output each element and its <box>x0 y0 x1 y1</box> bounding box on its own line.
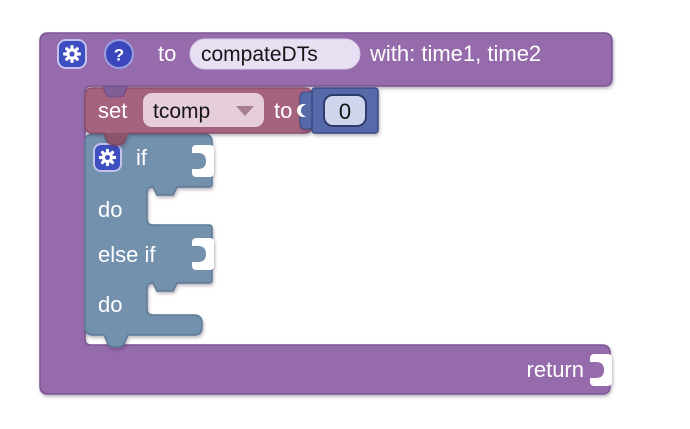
function-header: ? to compateDTs with: time1, time2 <box>57 38 541 70</box>
do2-label: do <box>98 292 122 317</box>
function-body-connector-shadow <box>103 86 127 97</box>
if-condition-socket <box>192 145 214 177</box>
number-field-value: 0 <box>339 99 351 124</box>
if-label: if <box>136 145 148 170</box>
to-label: to <box>158 41 176 66</box>
function-block[interactable]: return <box>39 32 613 395</box>
variable-dropdown-value: tcomp <box>153 100 210 123</box>
question-icon: ? <box>114 46 124 65</box>
dropdown-arrow-icon <box>236 106 254 116</box>
set-to-label: to <box>274 98 292 123</box>
function-gear-button[interactable] <box>57 39 87 69</box>
function-name-value: compateDTs <box>201 43 318 66</box>
gear-icon <box>63 45 81 63</box>
if-block[interactable]: if do else if do <box>84 133 214 348</box>
gear-icon <box>98 148 117 167</box>
else-if-label: else if <box>98 242 156 267</box>
function-name-field[interactable]: compateDTs <box>189 38 361 70</box>
number-field[interactable] <box>323 94 367 127</box>
elseif-condition-socket <box>192 238 214 270</box>
set-variable-block[interactable]: set tcomp to <box>84 87 313 146</box>
set-block-tab-shadow <box>104 133 127 145</box>
tab-bump <box>301 104 313 117</box>
number-block[interactable]: 0 <box>297 87 379 134</box>
params-label: with: time1, time2 <box>369 41 541 66</box>
function-block-body[interactable] <box>39 32 613 395</box>
if-gear-button[interactable] <box>93 143 122 172</box>
set-label: set <box>98 98 127 123</box>
function-help-button[interactable]: ? <box>104 39 134 69</box>
do-label: do <box>98 197 122 222</box>
variable-dropdown[interactable]: tcomp <box>143 93 264 127</box>
return-value-socket <box>590 354 612 386</box>
function-body-connector-tab <box>102 85 128 98</box>
return-label: return <box>527 357 584 382</box>
if-block-body[interactable] <box>84 133 213 348</box>
